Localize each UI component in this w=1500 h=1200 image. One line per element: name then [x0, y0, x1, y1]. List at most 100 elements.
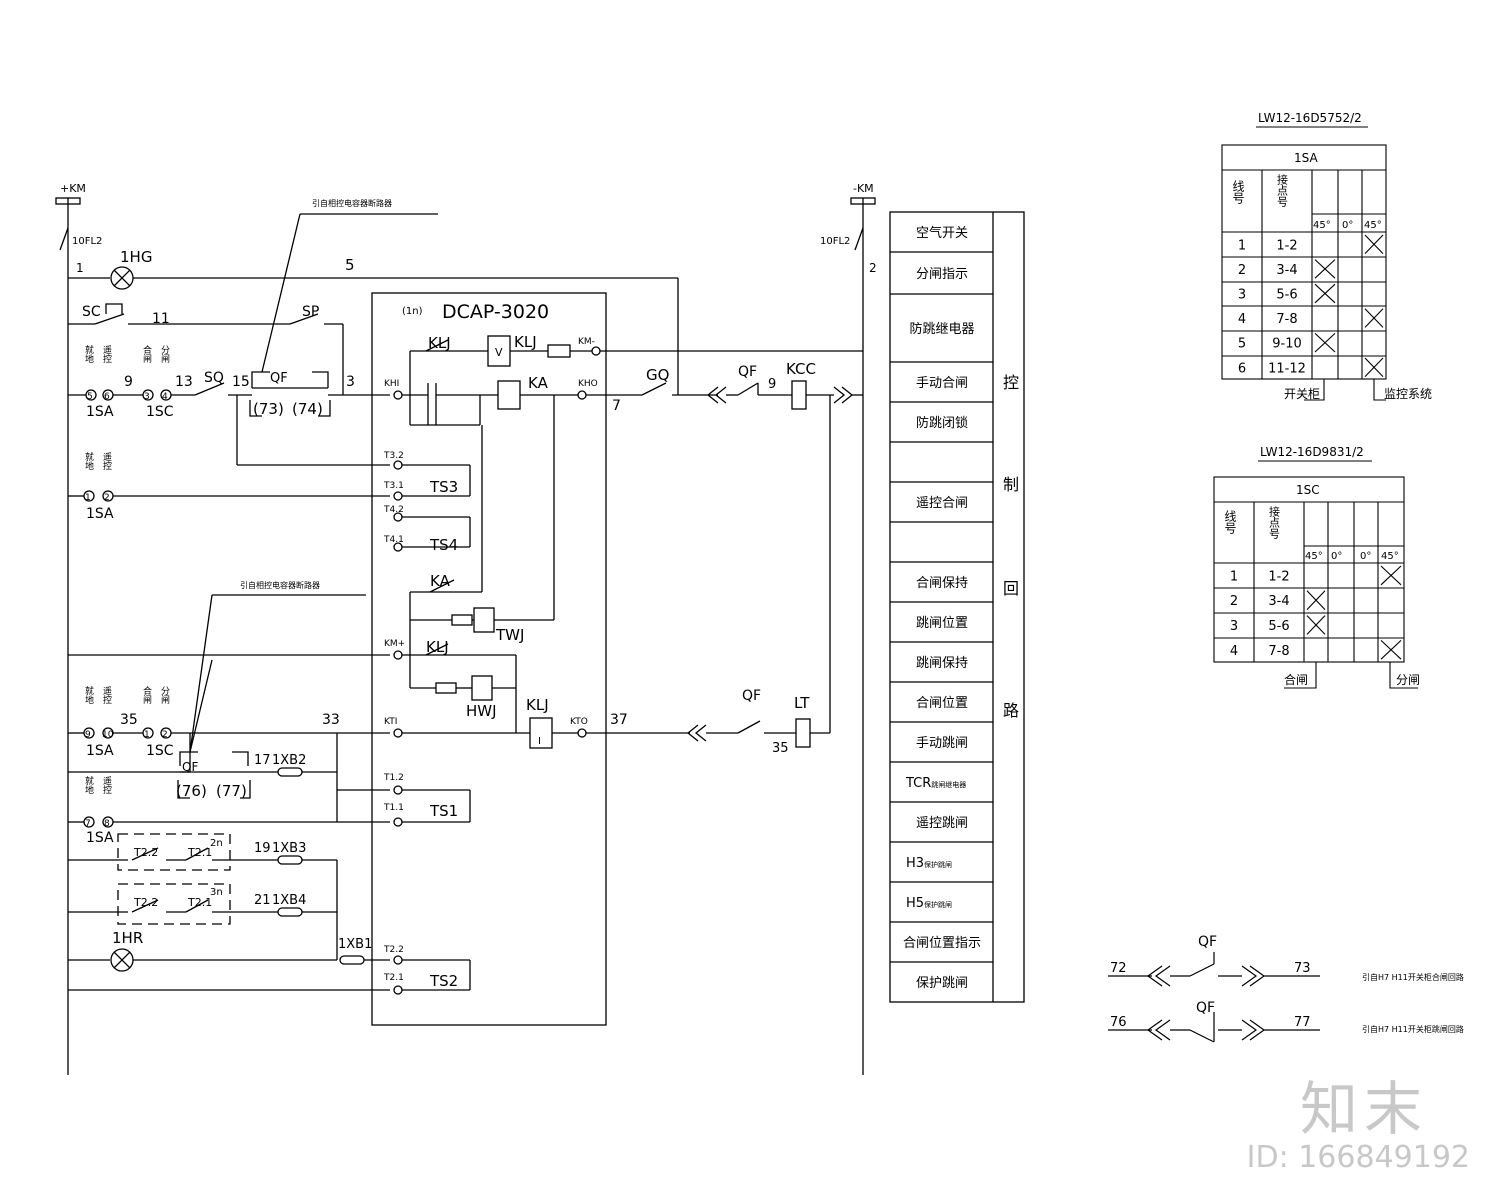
table-row-line: 3	[1230, 619, 1238, 634]
contact-10: 10	[102, 730, 114, 740]
table-1sa-angle-1: 45°	[1313, 220, 1331, 231]
legend-row-label: 跳闸位置	[916, 616, 968, 631]
legend-row-label: 手动合闸	[916, 376, 968, 391]
klj-label-3: KLJ	[426, 638, 449, 656]
table-row-line: 4	[1230, 644, 1238, 659]
contact-closed-mark	[1364, 357, 1384, 377]
node-9: 9	[124, 374, 133, 390]
legend-row-label: 分闸指示	[916, 267, 968, 282]
t22-label: T2.2	[383, 945, 404, 955]
table-1sa-angle-2: 0°	[1342, 220, 1353, 231]
kti-label: KTI	[384, 717, 397, 727]
t22-2n: T2.2	[133, 846, 158, 859]
node-35: 35	[120, 712, 138, 728]
table-1sc-model: LW12-16D9831/2	[1260, 445, 1364, 459]
breaker-right-label: 10FL2	[820, 236, 850, 247]
legend-row-label: 遥控跳闸	[916, 816, 968, 831]
contact-9: 9	[85, 730, 91, 740]
pos-local-2: 就地	[83, 451, 94, 470]
legend-row-label: 合闸保持	[916, 576, 968, 591]
table-row-contact: 11-12	[1268, 361, 1306, 376]
table-1sa-foot-left: 开关柜	[1284, 387, 1320, 401]
sp-label: SP	[302, 304, 319, 320]
legend-row-label: H3保护跳闸	[906, 856, 952, 871]
t42-label: T4.2	[383, 505, 404, 515]
klj-label-2: KLJ	[514, 333, 537, 351]
in-3n: 3n	[210, 887, 223, 898]
node-11: 11	[152, 311, 170, 327]
gq-label: GQ	[646, 366, 669, 384]
legend-row-label: 防跳继电器	[909, 321, 974, 337]
pos-local-3: 就地	[83, 685, 94, 704]
xb3-label: 1XB3	[272, 841, 306, 856]
table-row-line: 4	[1238, 312, 1246, 327]
table-row-line: 2	[1230, 594, 1238, 609]
table-row-line: 1	[1230, 569, 1238, 584]
pos-remote-3: 遥控	[101, 685, 112, 705]
node-2: 2	[869, 261, 877, 275]
xb2-label: 1XB2	[272, 753, 306, 768]
i-label: I	[538, 736, 541, 747]
switch-1sa-b: 1SA	[86, 506, 114, 522]
table-row-contact: 3-4	[1276, 263, 1297, 278]
legend-row-label: 保护跳闸	[916, 976, 968, 991]
table-row-contact: 9-10	[1272, 337, 1302, 352]
pos-open-2: 分闸	[159, 686, 170, 705]
aux-qf-top: QF	[1198, 934, 1217, 950]
table-1sc-title: 1SC	[1296, 483, 1320, 497]
kto-label: KTO	[570, 717, 588, 727]
table-1sc-angle-1: 45°	[1305, 551, 1323, 562]
table-row-contact: 5-6	[1268, 619, 1289, 634]
twj-label: TWJ	[495, 626, 524, 644]
contact-3: 3	[144, 392, 150, 402]
lamp-1hr-label: 1HR	[112, 929, 143, 947]
qf-76-label: (76)	[176, 782, 207, 800]
hwj-label: HWJ	[466, 702, 497, 720]
t32-label: T3.2	[383, 451, 404, 461]
contact-2b: 2	[162, 730, 168, 740]
t21-label: T2.1	[383, 973, 404, 983]
table-row-line: 6	[1238, 361, 1246, 376]
aux-n76: 76	[1110, 1015, 1127, 1030]
table-row-line: 3	[1238, 288, 1246, 303]
ts4-label: TS4	[429, 536, 458, 554]
table-row-contact: 1-2	[1268, 569, 1289, 584]
contact-6: 6	[104, 392, 110, 402]
table-1sc-foot-left: 合闸	[1284, 672, 1308, 687]
pos-local-1: 就地	[83, 344, 94, 363]
node-5: 5	[345, 256, 355, 274]
lt-label: LT	[794, 694, 810, 712]
relay-box-id: (1n)	[402, 306, 423, 317]
note-top: 引自相控电容器断路器	[312, 198, 392, 208]
t12-label: T1.2	[383, 773, 404, 783]
switch-1sa-a: 1SA	[86, 404, 114, 420]
switch-1sc-a: 1SC	[146, 404, 174, 420]
klj-label-1: KLJ	[428, 334, 451, 352]
t31-label: T3.1	[383, 481, 404, 491]
table-1sc-angle-2: 0°	[1331, 551, 1342, 562]
table-row-contact: 7-8	[1268, 644, 1289, 659]
contact-5: 5	[87, 392, 93, 402]
node-19: 19	[254, 841, 271, 856]
t41-label: T4.1	[383, 535, 404, 545]
legend-row-label: 合闸位置指示	[903, 936, 981, 951]
node-37: 37	[610, 712, 628, 728]
pos-close-1: 合闸	[141, 344, 152, 364]
group-char-4: 路	[1003, 701, 1019, 720]
aux-n77: 77	[1294, 1015, 1311, 1030]
group-char-1: 控	[1003, 373, 1019, 392]
switch-1sc-b: 1SC	[146, 743, 174, 759]
qf-74-label: (74)	[292, 400, 323, 418]
table-row-line: 5	[1238, 337, 1246, 352]
table-row-contact: 3-4	[1268, 594, 1289, 609]
qf-trip-label: QF	[182, 760, 198, 774]
node-9b: 9	[768, 377, 776, 392]
node-35b: 35	[772, 741, 789, 756]
node-7: 7	[612, 398, 621, 414]
aux-note-bottom: 引自H7 H11开关柜跳闸回路	[1362, 1024, 1464, 1034]
relay-box-title: DCAP-3020	[442, 301, 549, 323]
node-13: 13	[175, 374, 193, 390]
node-3: 3	[346, 374, 355, 390]
in-2n: 2n	[210, 838, 223, 849]
legend-row-label: H5保护跳闸	[906, 896, 952, 911]
